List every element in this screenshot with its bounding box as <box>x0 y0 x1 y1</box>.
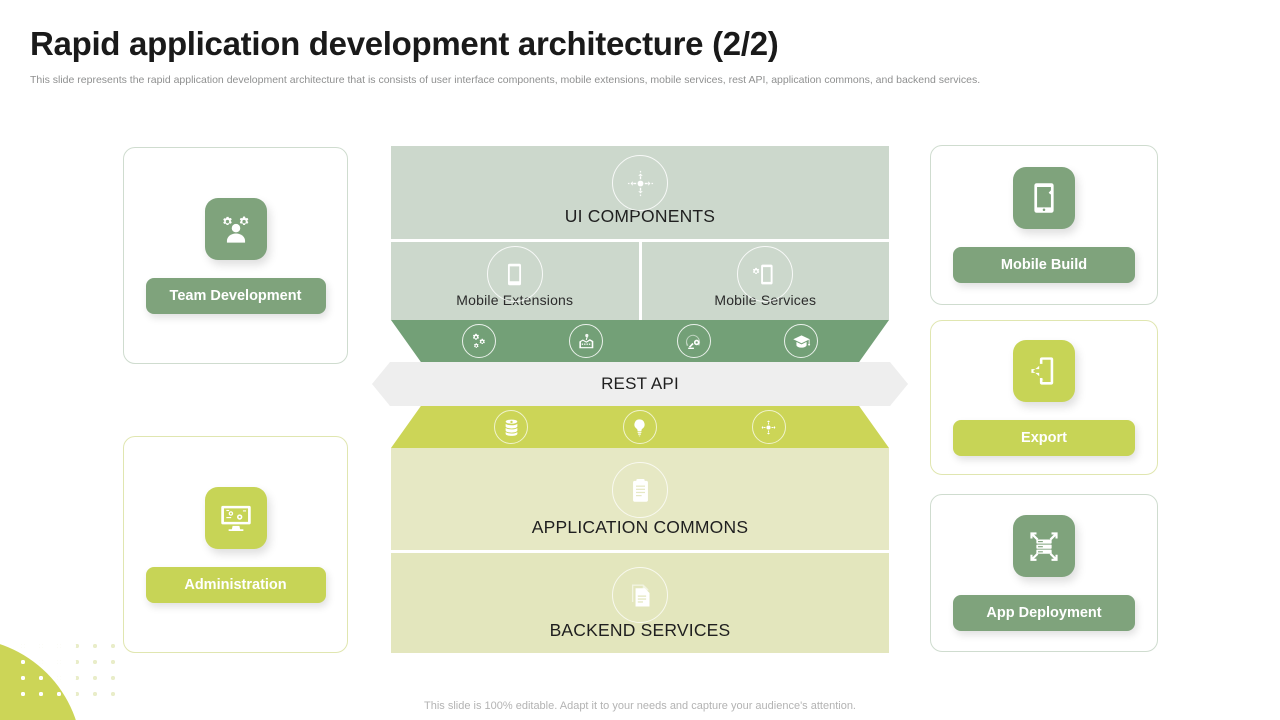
database-user-icon <box>494 410 529 444</box>
page-subtitle: This slide represents the rapid applicat… <box>30 74 981 86</box>
band-ui-components-label: UI COMPONENTS <box>564 206 716 226</box>
page-title: Rapid application development architectu… <box>30 25 779 62</box>
card-export-label: Export <box>953 419 1135 456</box>
server-deploy-icon <box>1013 515 1075 577</box>
bulb-icon <box>622 410 657 444</box>
band-application-commons: APPLICATION COMMONS <box>391 448 889 550</box>
document-icon <box>612 462 668 518</box>
rest-api-wrapper: REST API <box>391 362 889 406</box>
cell-mobile-extensions: Mobile Extensions <box>391 242 639 320</box>
band-green-icons <box>391 320 889 362</box>
band-lime-icons <box>391 406 889 448</box>
row-mobile: Mobile Extensions Mobile Services <box>391 242 889 320</box>
graduation-cap-icon <box>784 324 819 358</box>
card-app-deployment-label: App Deployment <box>953 595 1135 631</box>
documents-stack-icon <box>612 567 668 623</box>
mobile-row-divider <box>638 242 642 320</box>
card-app-deployment[interactable]: App Deployment <box>930 494 1158 652</box>
cell-mobile-services: Mobile Services <box>641 242 889 320</box>
card-administration[interactable]: Administration <box>123 436 348 653</box>
card-export[interactable]: Export <box>930 320 1158 475</box>
band-ui-components: UI COMPONENTS <box>391 146 889 239</box>
speedometer-icon <box>676 324 711 358</box>
band-rest-api-label: REST API <box>601 374 679 393</box>
factory-icon <box>569 324 604 358</box>
band-backend-services: BACKEND SERVICES <box>391 553 889 653</box>
mobile-chart-icon <box>1013 167 1075 229</box>
card-team-development-label: Team Development <box>145 277 326 314</box>
card-team-development[interactable]: Team Development <box>123 147 348 364</box>
architecture-stack: UI COMPONENTS Mobile Extensions <box>391 146 889 653</box>
band-backend-services-label: BACKEND SERVICES <box>549 620 731 640</box>
dot-grid-overlay-decoration <box>14 638 76 700</box>
monitor-settings-icon <box>204 486 267 549</box>
move-crosshair-icon <box>751 410 786 444</box>
people-gears-icon <box>204 197 267 260</box>
footer-note: This slide is 100% editable. Adapt it to… <box>424 700 856 712</box>
card-administration-label: Administration <box>145 566 326 603</box>
card-mobile-build[interactable]: Mobile Build <box>930 145 1158 305</box>
gears-icon <box>461 324 496 358</box>
band-rest-api: REST API <box>372 362 908 406</box>
mobile-settings-icon <box>737 246 794 302</box>
export-document-icon <box>1013 339 1075 402</box>
smartphone-icon <box>486 246 543 302</box>
band-application-commons-label: APPLICATION COMMONS <box>531 517 749 537</box>
move-crosshair-icon <box>612 155 668 211</box>
card-mobile-build-label: Mobile Build <box>953 247 1135 283</box>
